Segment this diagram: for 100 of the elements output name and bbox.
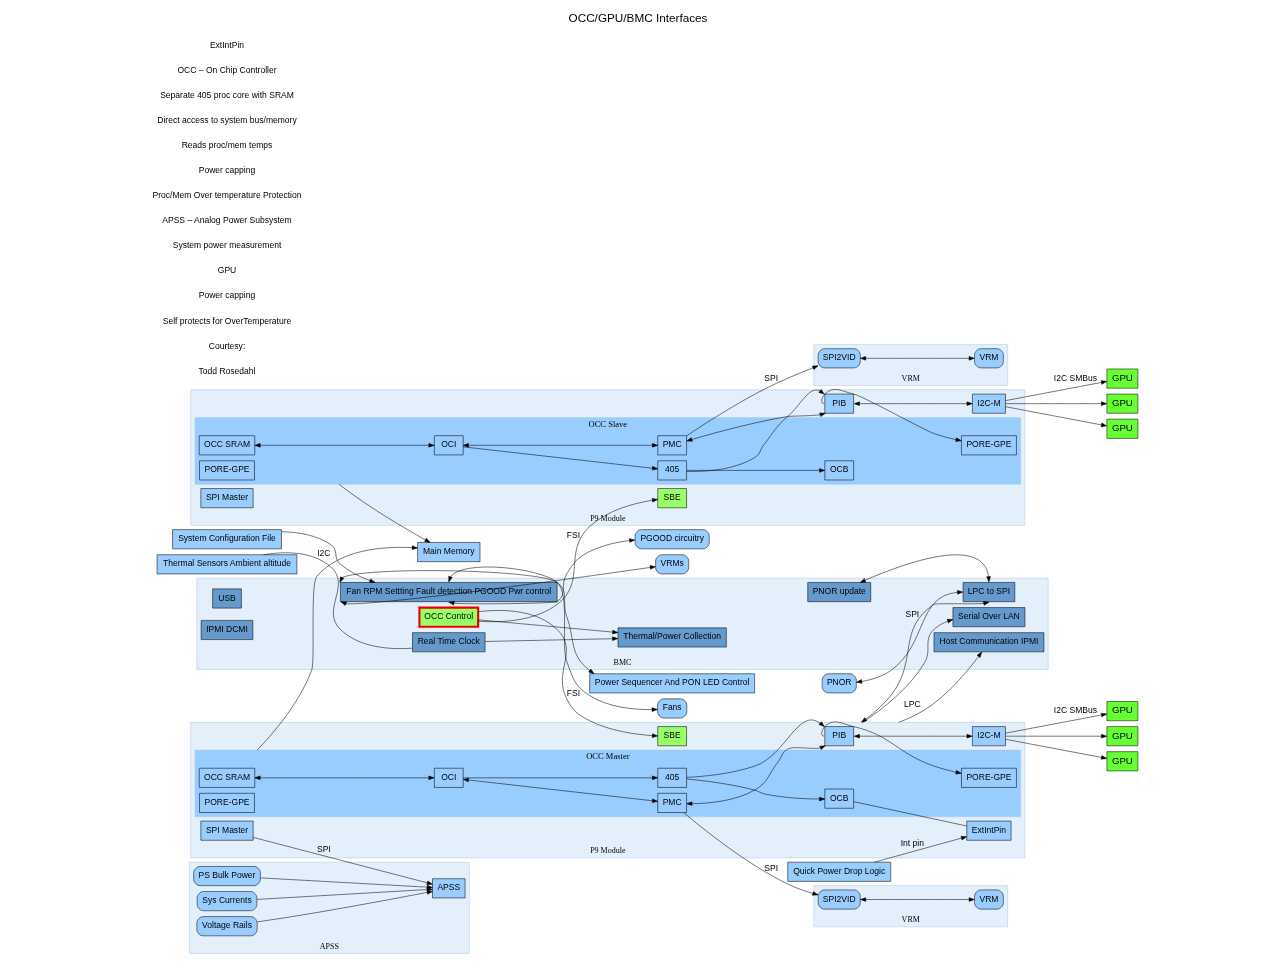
node-box: Fan RPM Settting Fault detection PGOOD Pwr control [340,582,558,602]
label: Courtesy: [208,340,246,351]
node-box: SPI Master [200,820,254,841]
arrow [861,601,990,723]
node-box: Main Memory [417,542,481,562]
node-box: GPU [1106,726,1139,747]
node-box: LPC to SPI [962,582,1016,602]
edge-label: I2C SMBus [1053,372,1097,383]
arrow [853,401,973,406]
arrow [462,443,658,448]
edge-label: LPC [904,699,921,710]
edge-label: SPI [764,862,779,873]
label: Reads proc/mem temps [181,139,273,150]
arrow [1005,406,1107,427]
arrow [686,412,826,442]
arrow [686,778,826,802]
node-box: PGOOD circuitry [634,529,710,550]
label: Proc/Mem Over temperature Protection [152,190,302,201]
node-box: PMC [657,435,687,456]
label: Power capping [198,164,256,175]
arrow [856,590,964,684]
node-box: PS Bulk Power [193,866,261,886]
edge-label: I2C SMBus [1053,705,1097,716]
node-box: OCC Control [418,606,480,628]
arrow [862,619,954,723]
node-box: Thermal Sensors Ambient altitude [156,554,298,575]
node-box: System Configuration File [172,529,282,550]
node-box: Real Time Clock [412,632,486,653]
node-box: PORE-GPE [199,793,255,813]
arrow [254,775,435,780]
node-box: PORE-GPE [199,460,255,481]
node-box: Quick Power Drop Logic [787,861,891,882]
edge-label: FSI [566,688,581,699]
node-box: IPMI DCMI [200,620,254,640]
node-box: PORE-GPE [961,435,1017,456]
node-box: GPU [1106,701,1139,721]
node-box: VRM [974,348,1004,369]
node-box: USB [212,588,242,609]
node-box: Power Sequencer And PON LED Control [589,673,755,694]
arrow [1005,734,1107,739]
node-box: SPI Master [200,488,254,508]
arrow [253,837,433,885]
arrow [686,745,826,806]
node-box: Fans [657,698,688,719]
arrow [448,538,636,606]
node-box: VRM [974,889,1004,910]
node-box: Voltage Rails [196,916,258,937]
node-box: PIB [824,393,854,414]
node-box: SBE [657,488,687,508]
arrow [860,356,975,361]
edge-label: SPI [905,608,920,619]
label: System power measurement [172,240,282,251]
edge-label: FSI [566,530,581,541]
arrow [462,775,658,780]
arrow [874,836,967,863]
arrow [478,610,658,738]
label: Separate 405 proc core with SRAM [160,89,294,100]
label: ExtIntPin [209,39,245,50]
node-box: VRMs [655,554,689,575]
node-box: Thermal/Power Collection [617,627,727,648]
arrow [256,545,418,751]
arrow [281,531,376,583]
label: Self protects for OverTemperature [162,315,292,326]
node-box: OCC SRAM [199,767,256,788]
arrow [257,890,433,923]
connector [263,552,413,649]
arrow [686,719,825,778]
arrow [485,636,619,642]
node-box: SPI2VID [817,889,861,910]
node-box: I2C-M [972,726,1006,747]
node-box: 405 [657,767,687,788]
node-box: OCC SRAM [199,435,256,456]
arrow [686,389,825,472]
node-box: SPI2VID [817,348,861,369]
arrow [686,365,819,437]
node-box: PNOR update [807,582,871,602]
arrow [1005,712,1107,734]
node-box: Sys Currents [196,891,258,911]
arrow [254,443,435,448]
arrow [462,777,658,803]
label: Direct access to system bus/memory [157,114,297,125]
arrow [477,619,619,635]
arrow [683,812,819,896]
node-box: Host Communication IPMI [933,632,1045,653]
edge-label: SPI [764,373,779,384]
node-box: GPU [1106,368,1139,389]
arrow [338,484,431,543]
edge-label: Int pin [900,838,924,849]
node-box: 405 [657,460,687,481]
node-box: I2C-M [972,393,1006,414]
node-box: OCI [434,767,464,788]
node-box: PMC [657,793,687,813]
arrow [821,389,962,442]
arrow [898,651,982,723]
node-box: OCI [434,435,464,456]
node-box: OCB [824,788,854,809]
node-box: GPU [1106,751,1139,772]
arrow [1005,739,1107,760]
node-box: SBE [657,726,687,747]
arrow [853,734,973,739]
